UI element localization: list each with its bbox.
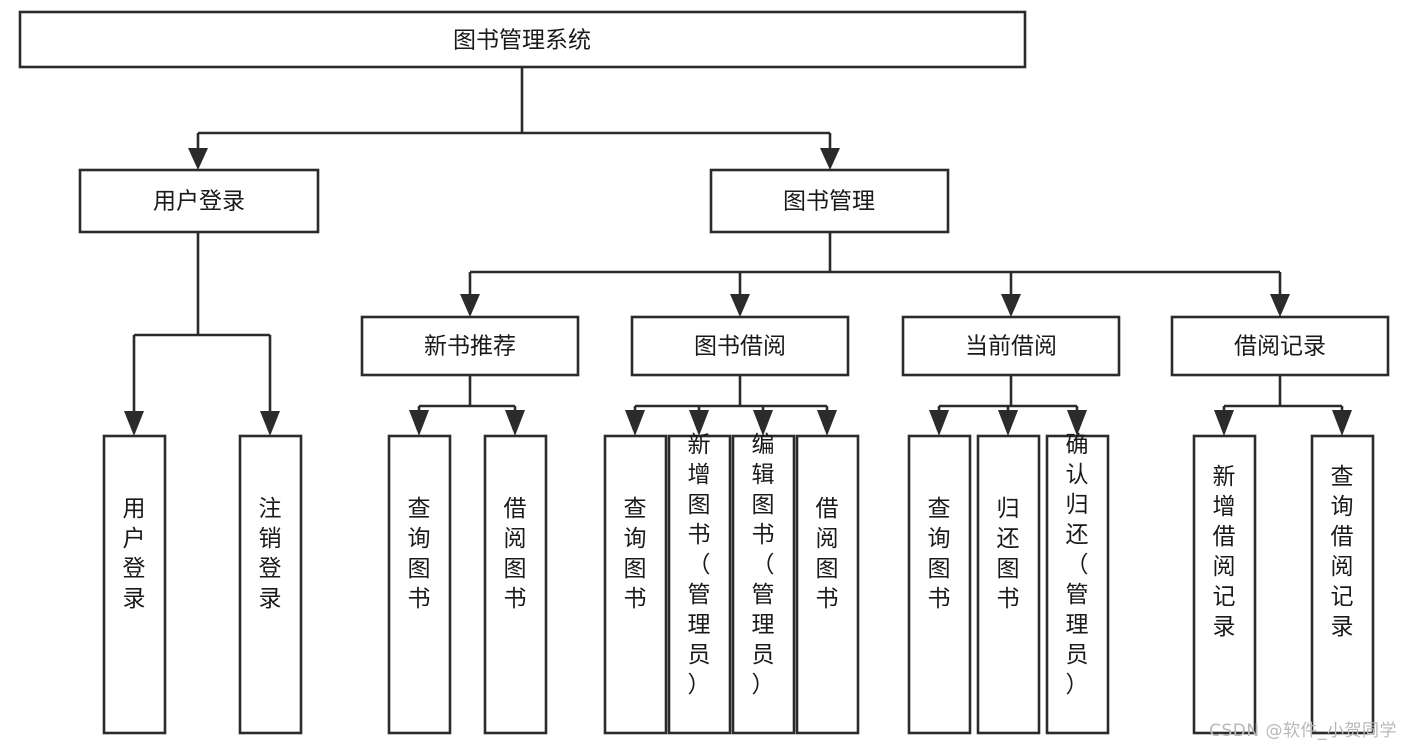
leaf-query-book-3-label: 查询图书 — [928, 496, 951, 612]
leaf-user-logout[interactable]: 注销登录 — [238, 434, 303, 735]
arrow-to-leaf-query-record — [1332, 410, 1352, 436]
arrow-to-user-login — [188, 148, 208, 170]
node-book-borrow-box[interactable] — [630, 315, 850, 377]
leaf-confirm-return-label: 确认归还（管理员） — [1066, 432, 1089, 698]
arrow-to-book-manage — [820, 148, 840, 170]
node-root-label: 图书管理系统 — [453, 28, 591, 54]
watermark-text: CSDN @软件_小贺同学 — [1209, 721, 1397, 741]
leaf-return-book-box[interactable] — [976, 434, 1041, 735]
leaf-add-record[interactable]: 新增借阅记录 — [1192, 434, 1257, 735]
leaf-borrow-book-2[interactable]: 借阅图书 — [795, 434, 860, 735]
node-book-borrow-label: 图书借阅 — [694, 334, 786, 360]
node-new-book-rec-box[interactable] — [360, 315, 580, 377]
node-book-manage-label: 图书管理 — [783, 189, 875, 215]
arrow-to-leaf-user-logout — [260, 411, 280, 436]
node-root[interactable]: 图书管理系统 — [18, 10, 1027, 69]
arrow-to-book-borrow — [730, 294, 750, 317]
leaf-query-book-1[interactable]: 查询图书 — [387, 434, 452, 735]
node-book-manage-box[interactable] — [709, 168, 950, 234]
connector-layer — [124, 67, 1352, 436]
leaf-borrow-book-1[interactable]: 借阅图书 — [483, 434, 548, 735]
node-borrow-record-label: 借阅记录 — [1234, 334, 1326, 360]
leaf-add-book[interactable]: 新增图书（管理员） — [667, 432, 732, 735]
leaf-user-login[interactable]: 用户登录 — [102, 434, 167, 735]
leaf-query-book-3-box[interactable] — [907, 434, 972, 735]
leaf-add-book-box[interactable] — [667, 434, 732, 735]
leaf-query-record-box[interactable] — [1310, 434, 1375, 735]
node-new-book-rec[interactable]: 新书推荐 — [360, 315, 580, 377]
arrow-to-leaf-edit-book — [753, 410, 773, 436]
arrow-to-new-book-rec — [460, 294, 480, 317]
node-new-book-rec-label: 新书推荐 — [424, 334, 516, 360]
leaf-return-book-label: 归还图书 — [997, 496, 1020, 612]
arrow-to-leaf-add-book — [689, 410, 709, 436]
arrow-to-borrow-record — [1270, 294, 1290, 317]
leaf-user-login-label: 用户登录 — [123, 496, 146, 612]
arrow-to-current-borrow — [1001, 294, 1021, 317]
leaf-borrow-book-2-label: 借阅图书 — [816, 496, 839, 612]
leaf-user-logout-label: 注销登录 — [259, 496, 282, 612]
node-book-manage[interactable]: 图书管理 — [709, 168, 950, 234]
node-user-login[interactable]: 用户登录 — [78, 168, 320, 234]
arrow-to-leaf-confirm-return — [1067, 410, 1087, 436]
leaf-confirm-return[interactable]: 确认归还（管理员） — [1045, 432, 1110, 735]
node-current-borrow[interactable]: 当前借阅 — [901, 315, 1121, 377]
leaf-query-book-2-box[interactable] — [603, 434, 668, 735]
leaf-add-record-label: 新增借阅记录 — [1213, 464, 1236, 640]
leaf-query-book-1-box[interactable] — [387, 434, 452, 735]
arrow-to-leaf-add-record — [1214, 410, 1234, 436]
leaf-query-book-2[interactable]: 查询图书 — [603, 434, 668, 735]
arrow-to-leaf-return-book — [998, 410, 1018, 436]
leaf-edit-book-box[interactable] — [731, 434, 796, 735]
node-borrow-record-box[interactable] — [1170, 315, 1390, 377]
leaf-edit-book-label: 编辑图书（管理员） — [752, 432, 775, 698]
arrow-to-leaf-borrow-book-2 — [817, 410, 837, 436]
arrow-to-leaf-user-login — [124, 411, 144, 436]
node-current-borrow-label: 当前借阅 — [965, 334, 1057, 360]
arrow-to-leaf-query-book-2 — [625, 410, 645, 436]
node-user-login-box[interactable] — [78, 168, 320, 234]
leaf-add-book-label: 新增图书（管理员） — [688, 432, 711, 698]
leaf-return-book[interactable]: 归还图书 — [976, 434, 1041, 735]
node-user-login-label: 用户登录 — [153, 189, 245, 215]
node-root-box[interactable] — [18, 10, 1027, 69]
arrow-to-leaf-query-book-3 — [929, 410, 949, 436]
leaf-query-record[interactable]: 查询借阅记录 — [1310, 434, 1375, 735]
leaf-confirm-return-box[interactable] — [1045, 434, 1110, 735]
leaf-borrow-book-2-box[interactable] — [795, 434, 860, 735]
node-book-borrow[interactable]: 图书借阅 — [630, 315, 850, 377]
leaf-query-record-label: 查询借阅记录 — [1331, 464, 1354, 640]
node-borrow-record[interactable]: 借阅记录 — [1170, 315, 1390, 377]
leaf-query-book-1-label: 查询图书 — [408, 496, 431, 612]
leaf-borrow-book-1-box[interactable] — [483, 434, 548, 735]
leaf-query-book-3[interactable]: 查询图书 — [907, 434, 972, 735]
leaf-query-book-2-label: 查询图书 — [624, 496, 647, 612]
leaf-user-login-box[interactable] — [102, 434, 167, 735]
arrow-to-leaf-borrow-book-1 — [505, 410, 525, 436]
leaf-edit-book[interactable]: 编辑图书（管理员） — [731, 432, 796, 735]
leaf-add-record-box[interactable] — [1192, 434, 1257, 735]
leaf-borrow-book-1-label: 借阅图书 — [504, 496, 527, 612]
arrow-to-leaf-query-book-1 — [409, 410, 429, 436]
node-current-borrow-box[interactable] — [901, 315, 1121, 377]
leaf-user-logout-box[interactable] — [238, 434, 303, 735]
